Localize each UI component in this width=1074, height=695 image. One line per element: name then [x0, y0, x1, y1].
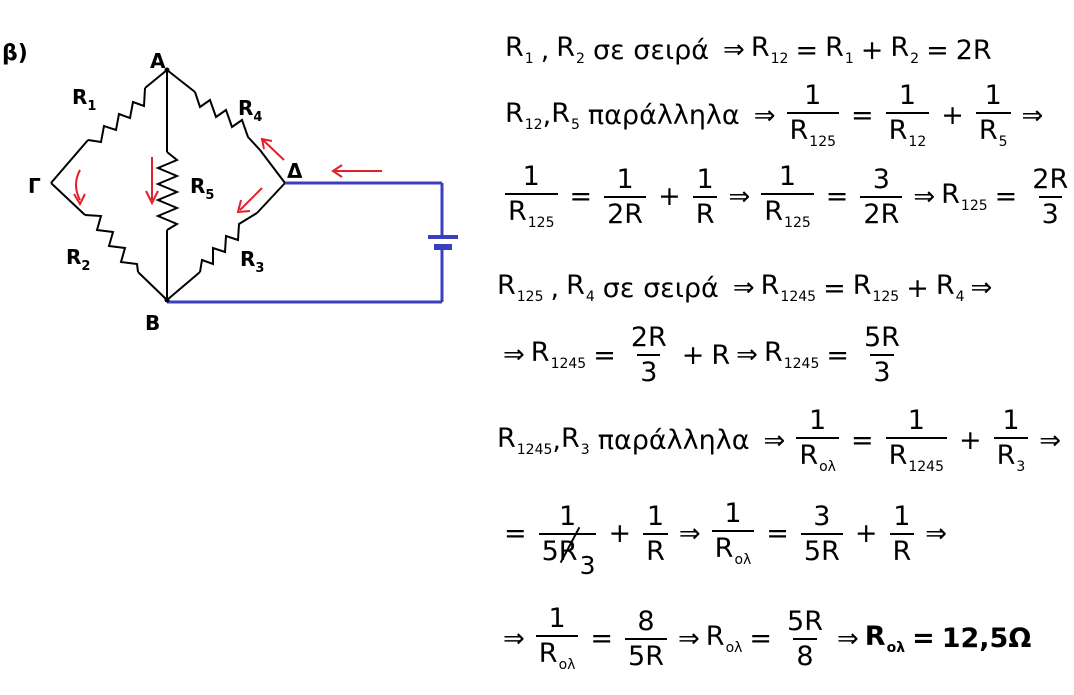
- node-g-label: Γ: [28, 174, 41, 198]
- final-result-symbol: Rολ: [864, 620, 906, 656]
- node-a-label: A: [150, 49, 166, 73]
- current-arrow-supply: [331, 164, 382, 178]
- node-b-label: B: [145, 311, 160, 335]
- resistor-r3: [199, 212, 258, 273]
- resistor-r2-label: R2: [66, 245, 90, 274]
- resistor-r5-label: R5: [190, 174, 214, 203]
- resistor-r1: [87, 87, 146, 144]
- resistor-r2: [84, 214, 139, 273]
- bridge-wires: [50, 69, 286, 301]
- resistor-r1-label: R1: [72, 85, 96, 114]
- current-arrow-r4: [260, 137, 285, 161]
- current-arrow-r1r2: [73, 169, 86, 207]
- current-arrow-r3: [236, 187, 263, 214]
- final-result-value: 12,5Ω: [941, 623, 1032, 654]
- resistor-r4-label: R4: [238, 96, 262, 125]
- resistor-r3-label: R3: [240, 247, 264, 276]
- battery-long-plate: [428, 235, 458, 239]
- resistor-r4: [194, 91, 261, 151]
- current-arrow-r5: [145, 157, 159, 206]
- battery-short-plate: [434, 244, 452, 250]
- circuit-diagram: β) A B Γ Δ R1 R2 R: [2, 41, 458, 335]
- current-arrows: [73, 137, 382, 214]
- part-label: β): [2, 41, 28, 66]
- battery-wires: [167, 181, 444, 304]
- node-d-label: Δ: [287, 159, 303, 183]
- eq-line-1: R1 , R2 σε σειρά ⇒ R12 = R1 + R2 = 2R: [505, 32, 992, 67]
- eq-line-4: R125 , R4 σε σειρά ⇒ R1245 = R125 + R4 ⇒: [497, 270, 993, 305]
- resistor-r5: [155, 151, 180, 231]
